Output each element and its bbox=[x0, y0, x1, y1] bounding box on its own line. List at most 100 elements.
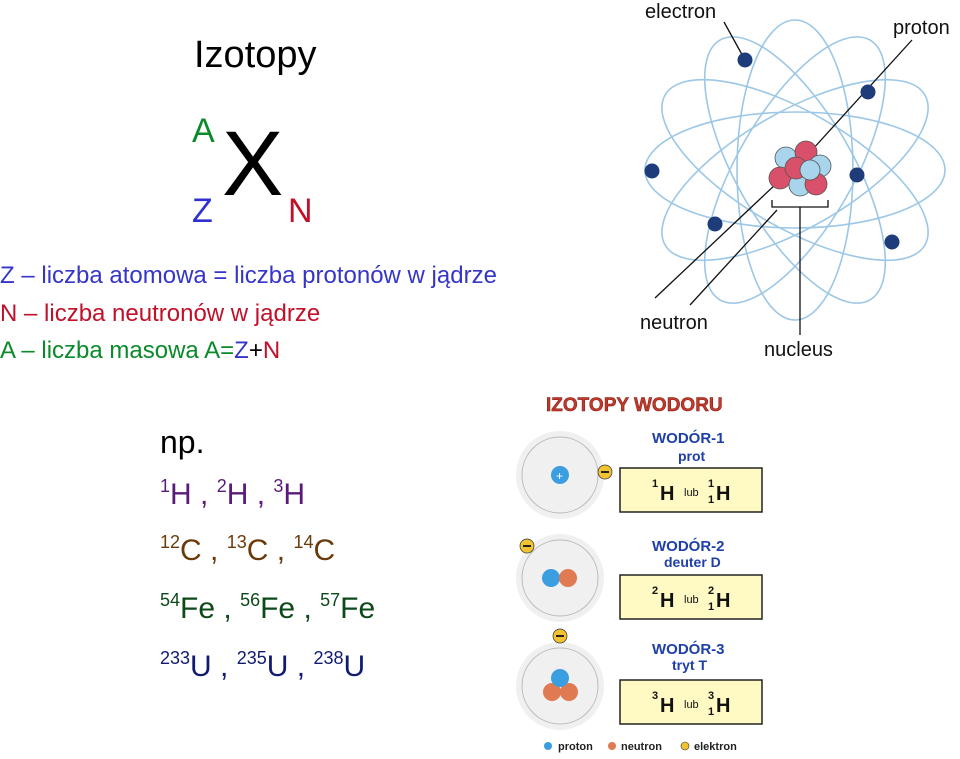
definition-a-n: N bbox=[262, 337, 281, 364]
element-label: C bbox=[313, 534, 336, 567]
element-label: U bbox=[190, 650, 212, 683]
neutron-particle bbox=[799, 159, 821, 181]
atomic-number-symbol: Z bbox=[192, 192, 213, 230]
isotope-alias: prot bbox=[678, 448, 706, 464]
element-symbol: X bbox=[222, 113, 284, 215]
isotope-row-h: 1H , 2H , 3H bbox=[160, 476, 306, 511]
neutron-legend-dot bbox=[608, 742, 616, 750]
neutron-number-symbol: N bbox=[288, 192, 313, 230]
mass-superscript: 54 bbox=[160, 590, 181, 610]
or-label: lub bbox=[684, 699, 699, 711]
electron-label: electron bbox=[645, 1, 716, 23]
element-label: H bbox=[716, 483, 730, 505]
element-label: Fe bbox=[180, 592, 216, 625]
mass-superscript: 14 bbox=[293, 532, 314, 552]
definition-a-plus: + bbox=[248, 337, 263, 364]
element-label: H bbox=[716, 590, 730, 612]
nucleus-bracket bbox=[771, 200, 829, 335]
proton-legend-dot bbox=[544, 742, 552, 750]
definition-a-z: Z bbox=[234, 337, 249, 364]
orbit bbox=[661, 78, 929, 262]
mass-superscript: 1 bbox=[652, 478, 658, 490]
mass-superscript: 238 bbox=[313, 648, 344, 668]
example-label: np. bbox=[160, 424, 205, 460]
hydrogen-1-atom: + bbox=[516, 431, 613, 519]
neutron-particle bbox=[559, 569, 577, 587]
electron-particle bbox=[860, 84, 876, 100]
element-label: C bbox=[246, 534, 269, 567]
svg-text:+: + bbox=[556, 469, 563, 483]
neutron-particle bbox=[560, 683, 578, 701]
element-label: Fe bbox=[340, 592, 376, 625]
definition-a-letter: A bbox=[0, 337, 15, 364]
mass-superscript: 2 bbox=[216, 476, 227, 496]
isotope-name: WODÓR-1 bbox=[652, 429, 725, 447]
notation-box bbox=[619, 574, 763, 620]
proton-particle bbox=[542, 569, 560, 587]
mass-superscript: 1 bbox=[160, 476, 171, 496]
electron-particle bbox=[884, 234, 900, 250]
legend: proton neutron elektron bbox=[544, 741, 737, 753]
atom-diagram: electron proton neutron nucleus bbox=[640, 1, 950, 361]
proton-particle bbox=[551, 669, 569, 687]
notation-box bbox=[619, 467, 763, 513]
mass-superscript: 1 bbox=[708, 478, 714, 490]
isotope-row-u: 233U , 235U , 238U bbox=[160, 648, 366, 683]
isotope-row-fe: 54Fe , 56Fe , 57Fe bbox=[160, 590, 376, 625]
definition-z: Z – liczba atomowa = liczba protonów w j… bbox=[0, 262, 497, 290]
hydrogen-2-atom bbox=[516, 534, 604, 622]
atomic-subscript: 1 bbox=[708, 494, 714, 506]
isotope-alias: tryt T bbox=[672, 657, 707, 673]
mass-superscript: 2 bbox=[652, 585, 658, 597]
mass-superscript: 235 bbox=[236, 648, 267, 668]
electron-particle bbox=[849, 167, 865, 183]
definition-a: A – liczba masowa A=Z+N bbox=[0, 337, 280, 365]
proton-label: proton bbox=[893, 17, 950, 39]
or-label: lub bbox=[684, 594, 699, 606]
panel-title: IZOTOPY WODORU bbox=[546, 395, 723, 416]
isotope-name: WODÓR-3 bbox=[652, 640, 725, 658]
isotope-name: WODÓR-2 bbox=[652, 537, 725, 555]
mass-superscript: 2 bbox=[708, 585, 714, 597]
page-title: Izotopy bbox=[194, 34, 317, 76]
nucleus-label: nucleus bbox=[764, 339, 833, 361]
atomic-subscript: 1 bbox=[708, 601, 714, 613]
mass-superscript: 12 bbox=[160, 532, 181, 552]
hydrogen-3-atom bbox=[516, 628, 604, 730]
or-label: lub bbox=[684, 487, 699, 499]
mass-superscript: 57 bbox=[320, 590, 341, 610]
legend-label: neutron bbox=[621, 741, 662, 753]
electron-particle bbox=[644, 163, 660, 179]
electron-particle bbox=[707, 216, 723, 232]
element-label: H bbox=[660, 695, 674, 717]
electron-legend-dot bbox=[680, 741, 690, 751]
neutron-particle bbox=[543, 683, 561, 701]
mass-superscript: 3 bbox=[708, 690, 714, 702]
legend-label: elektron bbox=[694, 741, 737, 753]
atomic-subscript: 1 bbox=[708, 706, 714, 718]
definition-z-letter: Z bbox=[0, 262, 15, 289]
orbit bbox=[661, 78, 929, 262]
orbit bbox=[703, 36, 887, 304]
mass-number-symbol: A bbox=[192, 112, 215, 150]
mass-superscript: 56 bbox=[240, 590, 261, 610]
definition-a-text: – liczba masowa A= bbox=[14, 337, 235, 364]
mass-superscript: 3 bbox=[652, 690, 658, 702]
notation-box bbox=[619, 679, 763, 725]
proton-particle bbox=[551, 466, 569, 484]
mass-superscript: 3 bbox=[273, 476, 284, 496]
neutron-pointer bbox=[689, 209, 778, 306]
orbit bbox=[703, 36, 887, 304]
definition-n-letter: N bbox=[0, 300, 18, 327]
neutron-label: neutron bbox=[640, 312, 708, 334]
element-label: U bbox=[343, 650, 366, 683]
element-label: Fe bbox=[260, 592, 296, 625]
definition-n-text: – liczba neutronów w jądrze bbox=[17, 300, 321, 327]
mass-superscript: 233 bbox=[160, 648, 191, 668]
legend-label: proton bbox=[558, 741, 593, 753]
element-label: C bbox=[180, 534, 202, 567]
element-label: H bbox=[660, 483, 674, 505]
definition-z-text: – liczba atomowa = liczba protonów w jąd… bbox=[14, 262, 497, 289]
hydrogen-isotopes-panel: IZOTOPY WODORU + WODÓR-1 prot WODÓR-2 de… bbox=[516, 395, 763, 753]
element-label: H bbox=[716, 695, 730, 717]
